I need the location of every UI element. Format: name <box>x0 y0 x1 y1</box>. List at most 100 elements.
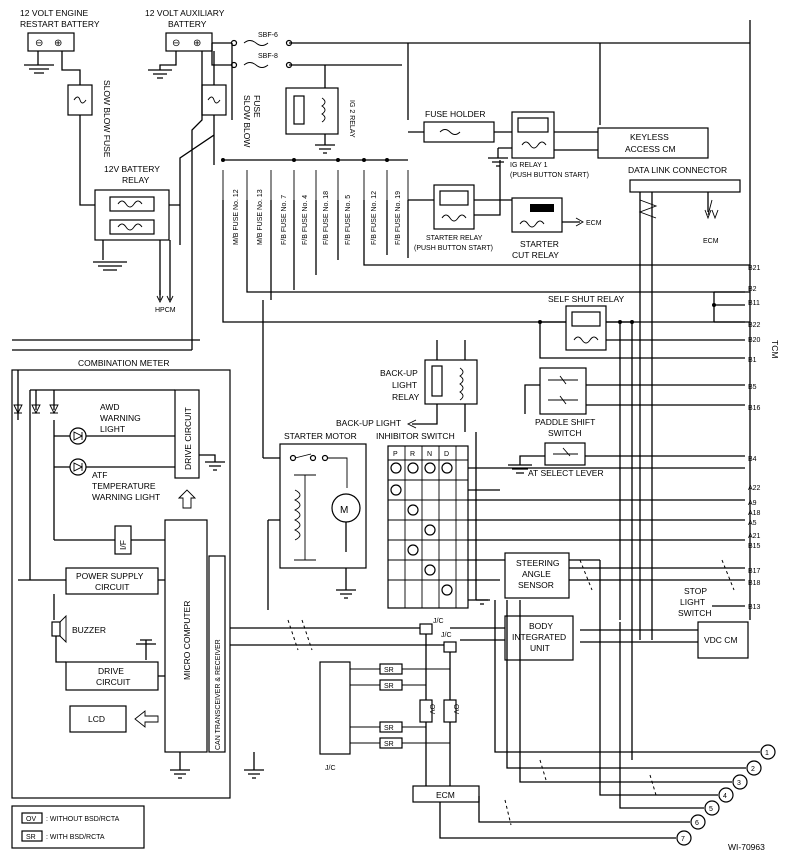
svg-text:12 VOLT ENGINE: 12 VOLT ENGINE <box>20 8 89 18</box>
svg-text:B17: B17 <box>748 568 761 575</box>
svg-text:MICRO COMPUTER: MICRO COMPUTER <box>182 601 192 680</box>
ecm-box: ECM <box>412 785 480 803</box>
svg-text:B5: B5 <box>748 384 757 391</box>
sbf-fuses: SBF-6 SBF-8 <box>211 32 750 125</box>
svg-text:D: D <box>444 451 449 458</box>
svg-text:B4: B4 <box>748 456 757 463</box>
svg-text:FUSE: FUSE <box>252 95 262 118</box>
svg-text:CAN TRANSCEIVER & RECEIVER: CAN TRANSCEIVER & RECEIVER <box>215 639 222 750</box>
svg-text:TEMPERATURE: TEMPERATURE <box>92 481 156 491</box>
svg-text:HPCM: HPCM <box>155 307 176 314</box>
svg-text:KEYLESS: KEYLESS <box>630 132 669 142</box>
svg-text:J/C: J/C <box>325 765 336 772</box>
svg-text:F/B FUSE No. 12: F/B FUSE No. 12 <box>371 191 378 245</box>
jc-loop: J/C SR SR SR SR OV OV <box>319 661 459 772</box>
svg-text:P: P <box>393 451 398 458</box>
starter-relay: STARTER RELAY (PUSH BUTTON START) <box>408 160 512 252</box>
starter-motor: STARTER MOTOR M <box>262 300 367 610</box>
svg-text:AWD: AWD <box>100 402 120 412</box>
self-shut-relay: SELF SHUT RELAY <box>538 294 745 760</box>
svg-text:BUZZER: BUZZER <box>72 625 106 635</box>
vdc-cm: VDC CM <box>580 621 749 659</box>
slow-blow-fuse-1: SLOW BLOW FUSE <box>67 80 112 165</box>
svg-text:B11: B11 <box>748 300 760 307</box>
svg-text:SBF-8: SBF-8 <box>258 53 278 60</box>
svg-text:WARNING LIGHT: WARNING LIGHT <box>92 492 160 502</box>
svg-text:STARTER: STARTER <box>520 239 559 249</box>
svg-text:PADDLE SHIFT: PADDLE SHIFT <box>535 417 595 427</box>
svg-text:5: 5 <box>709 806 713 813</box>
body-integrated-unit: BODY INTEGRATED UNIT <box>450 615 574 661</box>
svg-text:RELAY: RELAY <box>392 392 420 402</box>
svg-text:SLOW BLOW: SLOW BLOW <box>242 95 252 147</box>
svg-text:ATF: ATF <box>92 470 107 480</box>
svg-text:LCD: LCD <box>88 714 105 724</box>
svg-text:4: 4 <box>723 793 727 800</box>
svg-text:⊕: ⊕ <box>193 38 201 49</box>
svg-text:M: M <box>340 505 348 516</box>
svg-text:INTEGRATED: INTEGRATED <box>512 632 566 642</box>
buzzer: BUZZER <box>51 614 106 663</box>
svg-text:B22: B22 <box>748 322 761 329</box>
svg-text:(PUSH BUTTON START): (PUSH BUTTON START) <box>510 172 589 179</box>
svg-text:B21: B21 <box>748 265 761 272</box>
svg-text:⊕: ⊕ <box>54 38 62 49</box>
svg-text:TCM: TCM <box>770 340 780 358</box>
svg-text:F/B FUSE No. 18: F/B FUSE No. 18 <box>323 191 330 245</box>
svg-text:IG 2 RELAY: IG 2 RELAY <box>348 100 355 138</box>
svg-text:M/B FUSE No. 12: M/B FUSE No. 12 <box>233 189 240 245</box>
svg-text:RELAY: RELAY <box>122 175 150 185</box>
back-up-light-relay: BACK-UP LIGHT RELAY BACK-UP LIGHT <box>336 340 478 432</box>
svg-text:OV: OV <box>452 704 459 714</box>
svg-text:VDC CM: VDC CM <box>704 635 738 645</box>
svg-text:A18: A18 <box>748 510 761 517</box>
svg-text:I/F: I/F <box>118 540 128 550</box>
svg-text:ECM: ECM <box>586 220 602 227</box>
svg-text:⊖: ⊖ <box>35 38 43 49</box>
combination-meter: COMBINATION METER AWD WARNING LIGHT ATF … <box>11 339 264 799</box>
svg-text:RESTART BATTERY: RESTART BATTERY <box>20 19 100 29</box>
diagram-id: WI-70963 <box>728 842 765 852</box>
svg-text:BACK-UP: BACK-UP <box>380 368 418 378</box>
steering-angle-sensor: STEERING ANGLE SENSOR <box>504 552 745 599</box>
svg-text:SR: SR <box>384 725 394 732</box>
svg-text:M/B FUSE No. 13: M/B FUSE No. 13 <box>257 189 264 245</box>
svg-text:DATA LINK CONNECTOR: DATA LINK CONNECTOR <box>628 165 727 175</box>
svg-text:⊖: ⊖ <box>172 38 180 49</box>
svg-text:LIGHT: LIGHT <box>392 380 417 390</box>
svg-text:J/C: J/C <box>441 632 452 639</box>
12v-battery-relay: 12V BATTERY RELAY HPCM <box>79 164 180 314</box>
svg-text:CIRCUIT: CIRCUIT <box>96 677 130 687</box>
svg-text:6: 6 <box>695 820 699 827</box>
svg-text:COMBINATION METER: COMBINATION METER <box>78 358 169 368</box>
svg-text:DRIVE: DRIVE <box>98 666 124 676</box>
stop-light-switch: STOP LIGHT SWITCH <box>678 586 745 618</box>
svg-text:B1: B1 <box>748 357 757 364</box>
engine-restart-battery: 12 VOLT ENGINE RESTART BATTERY ⊖ ⊕ <box>20 8 100 85</box>
svg-text:SBF-6: SBF-6 <box>258 32 278 39</box>
legend: OV : WITHOUT BSD/RCTA SR : WITH BSD/RCTA <box>11 805 145 849</box>
svg-text:FUSE HOLDER: FUSE HOLDER <box>425 109 485 119</box>
ig-relay-1: IG RELAY 1 (PUSH BUTTON START) <box>488 111 600 179</box>
svg-text:STARTER RELAY: STARTER RELAY <box>426 235 483 242</box>
svg-text:SENSOR: SENSOR <box>518 580 554 590</box>
svg-text:B2: B2 <box>748 286 757 293</box>
svg-text:BODY: BODY <box>529 621 553 631</box>
svg-text:STOP: STOP <box>684 586 707 596</box>
at-select-lever: AT SELECT LEVER <box>508 442 745 478</box>
svg-text:A9: A9 <box>748 500 757 507</box>
svg-text:OV: OV <box>428 704 435 714</box>
svg-text:SWITCH: SWITCH <box>678 608 712 618</box>
svg-text:B18: B18 <box>748 580 761 587</box>
svg-text:F/B FUSE No. 4: F/B FUSE No. 4 <box>302 195 309 245</box>
fuse-holder: FUSE HOLDER <box>408 109 512 143</box>
svg-text:N: N <box>427 451 432 458</box>
paddle-shift-switch: PADDLE SHIFT SWITCH <box>524 367 745 438</box>
svg-text:12V BATTERY: 12V BATTERY <box>104 164 160 174</box>
keyless-access-cm: KEYLESS ACCESS CM <box>554 127 709 159</box>
svg-text:DRIVE CIRCUIT: DRIVE CIRCUIT <box>183 407 193 470</box>
starter-cut-relay: STARTER CUT RELAY ECM <box>511 197 602 260</box>
svg-text:POWER SUPPLY: POWER SUPPLY <box>76 571 144 581</box>
svg-text:SWITCH: SWITCH <box>548 428 582 438</box>
svg-text:IG RELAY 1: IG RELAY 1 <box>510 162 548 169</box>
